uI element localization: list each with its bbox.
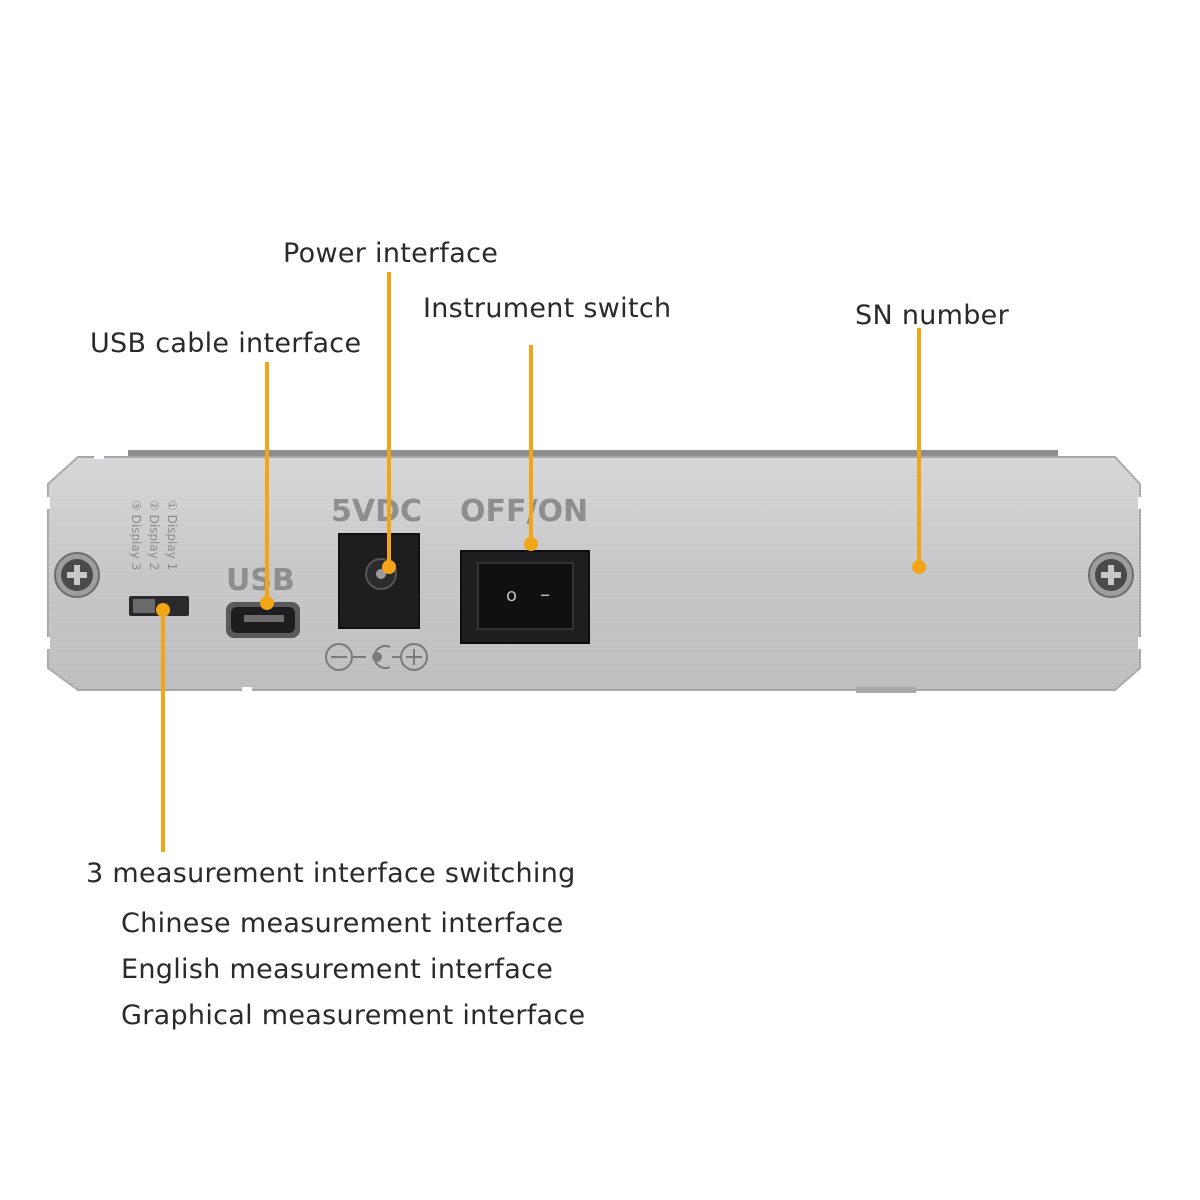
instrument-switch-label: Instrument switch — [423, 293, 672, 324]
right-screw-icon — [1088, 552, 1134, 598]
usb-cable-interface-label: USB cable interface — [90, 328, 362, 359]
display-option-1: ① Display 1 — [165, 500, 179, 570]
dc-power-jack[interactable] — [338, 533, 420, 629]
mode-item-graphical: Graphical measurement interface — [121, 1000, 586, 1031]
sn-leader — [912, 328, 926, 574]
mode-leader — [156, 603, 170, 852]
left-screw-icon — [54, 552, 100, 598]
micro-usb-port[interactable] — [226, 602, 300, 638]
mode-switching-label: 3 measurement interface switching — [86, 858, 576, 889]
usb-leader — [260, 362, 274, 610]
back-panel — [44, 450, 1144, 693]
switch-off-mark: o — [506, 585, 517, 606]
display-option-2: ② Display 2 — [147, 500, 161, 570]
leader-lines — [156, 272, 926, 852]
power-interface-label: Power interface — [283, 238, 499, 269]
switch-on-mark: – — [540, 582, 550, 606]
switch-leader — [524, 345, 538, 551]
display-option-3: ③ Display 3 — [129, 500, 143, 570]
power-leader — [382, 272, 396, 574]
polarity-symbol-icon — [325, 643, 428, 671]
switch-panel-label: OFF/ON — [460, 494, 588, 529]
mode-item-chinese: Chinese measurement interface — [121, 908, 564, 939]
display-options: ① Display 1 ② Display 2 ③ Display 3 — [129, 500, 179, 570]
usb-panel-label: USB — [226, 563, 295, 598]
power-panel-label: 5VDC — [331, 494, 422, 529]
sn-number-label: SN number — [855, 300, 1009, 331]
power-rocker-switch[interactable]: o – — [460, 550, 590, 644]
mode-item-english: English measurement interface — [121, 954, 554, 985]
